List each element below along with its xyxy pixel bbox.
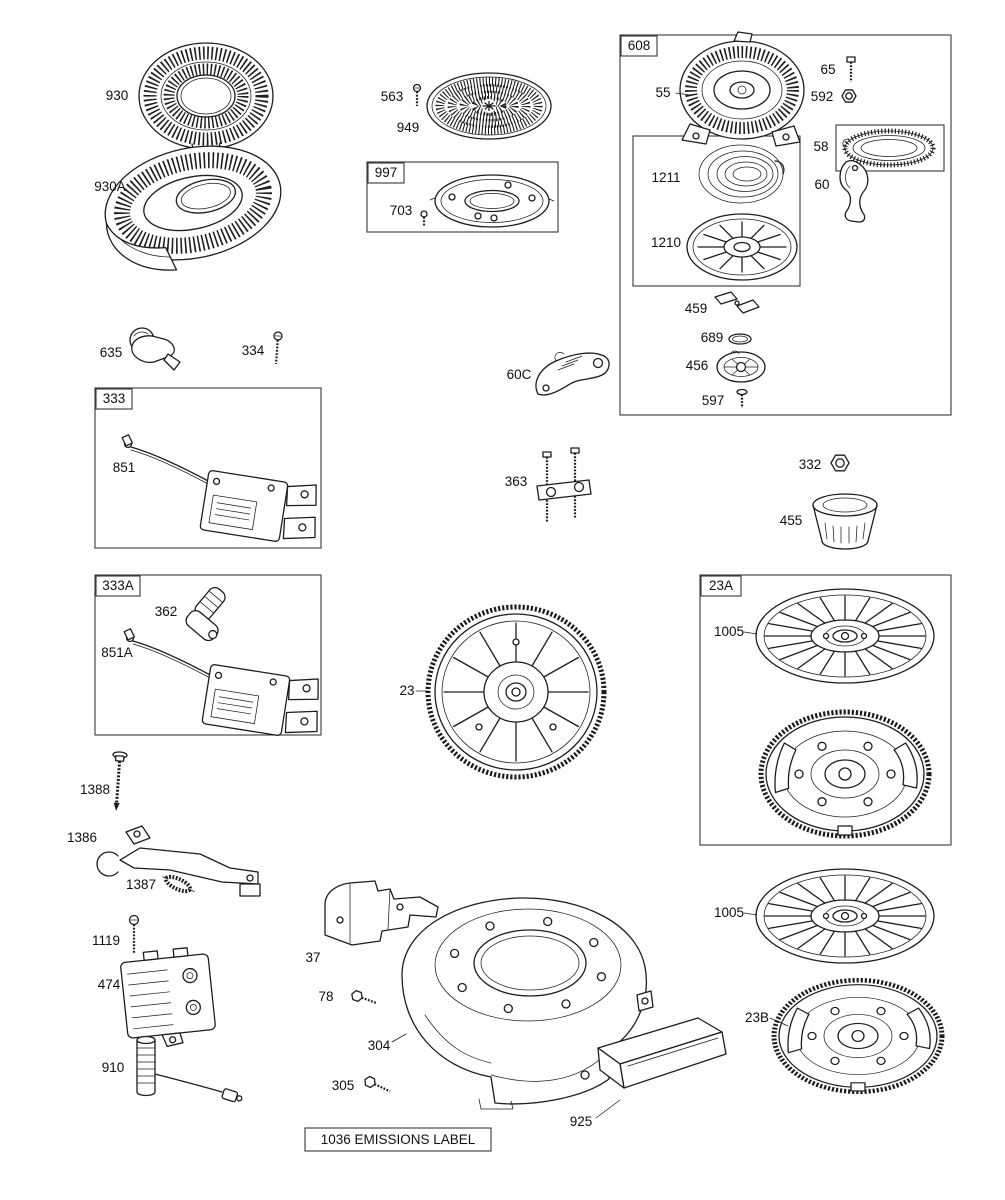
- part-55-drawing: [679, 31, 805, 147]
- group-label-23A: 23A: [709, 578, 733, 593]
- part-851A-drawing: [123, 628, 326, 743]
- part-362-label: 362: [155, 604, 178, 619]
- part-851-label: 851: [113, 460, 136, 475]
- part-1388-label: 1388: [80, 782, 110, 797]
- part-1210-label: 1210: [651, 235, 681, 250]
- part-58-drawing: [835, 124, 945, 172]
- part-1386-label: 1386: [67, 830, 97, 845]
- group-label-608: 608: [628, 38, 651, 53]
- part-58-label: 58: [813, 139, 828, 154]
- part-363-drawing: [536, 447, 592, 522]
- part-851A-label: 851A: [101, 645, 133, 660]
- part-930A-drawing: [104, 145, 282, 271]
- part-305-label: 305: [332, 1078, 355, 1093]
- part-592-drawing: [841, 89, 857, 103]
- part-1211-label: 1211: [651, 170, 680, 185]
- part-1210-drawing: [686, 213, 798, 281]
- part-689-drawing: [728, 333, 752, 345]
- part-23B-drawing: [774, 980, 942, 1092]
- group-label-997: 997: [375, 165, 398, 180]
- part-925-label: 925: [570, 1114, 593, 1129]
- part-1387-label: 1387: [126, 877, 156, 892]
- part-592-label: 592: [811, 89, 834, 104]
- part-474-label: 474: [98, 977, 121, 992]
- part-703-label: 703: [390, 203, 413, 218]
- group-box-608: 608: [619, 34, 952, 416]
- part-37-label: 37: [305, 950, 320, 965]
- part-23-drawing: [425, 604, 607, 780]
- part-925-drawing: [597, 1017, 727, 1089]
- part-55-label: 55: [655, 85, 670, 100]
- part-1211-drawing: [698, 144, 785, 204]
- part-1005b-drawing: [755, 868, 935, 964]
- part-635-label: 635: [100, 345, 123, 360]
- group-box-997: 997: [366, 161, 559, 233]
- part-304-label: 304: [368, 1038, 391, 1053]
- part-60-drawing: [839, 159, 869, 223]
- part-1386-drawing: [96, 825, 261, 897]
- part-78-drawing: [351, 989, 377, 1004]
- part-459-label: 459: [685, 301, 708, 316]
- group-label-333: 333: [103, 391, 126, 406]
- part-78-label: 78: [318, 989, 333, 1004]
- group-box-333: 333: [94, 387, 322, 549]
- part-910-drawing: [136, 1035, 243, 1103]
- part-930A-label: 930A: [94, 179, 126, 194]
- part-1119-drawing: [128, 914, 140, 954]
- part-334-label: 334: [242, 343, 265, 358]
- part-363-label: 363: [505, 474, 528, 489]
- part-304-drawing: [401, 897, 654, 1110]
- part-60-label: 60: [814, 177, 829, 192]
- part-332-label: 332: [799, 457, 822, 472]
- emissions-label-box: 1036 EMISSIONS LABEL: [304, 1127, 492, 1152]
- part-455-drawing: [812, 493, 878, 550]
- part-23B-label: 23B: [745, 1010, 769, 1025]
- part-456-drawing: [716, 350, 766, 383]
- part-37-drawing: [324, 880, 439, 946]
- part-930-drawing: [138, 42, 274, 155]
- part-60C-label: 60C: [507, 367, 532, 382]
- part-597-label: 597: [702, 393, 725, 408]
- part-635-drawing: [129, 327, 181, 371]
- part-563-drawing: [412, 83, 422, 106]
- part-23A-flywheel-mag-drawing: [761, 712, 929, 836]
- part-1387-drawing: [162, 874, 195, 894]
- part-910-label: 910: [102, 1060, 125, 1075]
- part-1005b-label: 1005: [714, 905, 744, 920]
- part-455-label: 455: [780, 513, 803, 528]
- part-703-screw-drawing: [420, 210, 428, 227]
- part-362-drawing: [185, 586, 226, 642]
- part-459-drawing: [714, 291, 760, 314]
- part-65-drawing: [846, 56, 856, 82]
- part-456-label: 456: [686, 358, 709, 373]
- part-563-label: 563: [381, 89, 404, 104]
- part-65-label: 65: [820, 62, 835, 77]
- part-1005-drawing: [755, 588, 935, 684]
- part-851-drawing: [121, 434, 324, 549]
- part-60C-drawing: [535, 352, 610, 396]
- part-1388-drawing: [112, 751, 128, 811]
- part-703-drawing: [429, 174, 555, 228]
- leader-lines: [391, 92, 789, 1119]
- part-334-drawing: [273, 331, 283, 365]
- part-23-label: 23: [399, 683, 414, 698]
- group-label-333A: 333A: [102, 578, 134, 593]
- part-332-drawing: [830, 454, 850, 472]
- part-305-drawing: [364, 1075, 391, 1093]
- part-597-drawing: [736, 388, 748, 408]
- part-1005-label: 1005: [714, 624, 744, 639]
- part-689-label: 689: [701, 330, 724, 345]
- emissions-label-text: 1036 EMISSIONS LABEL: [321, 1132, 476, 1147]
- part-930-label: 930: [106, 88, 129, 103]
- part-1119-label: 1119: [92, 933, 120, 948]
- group-box-333A: 333A: [94, 574, 322, 736]
- part-949-label: 949: [397, 120, 420, 135]
- part-474-drawing: [120, 947, 216, 1048]
- group-box-23A: 23A: [699, 574, 952, 846]
- part-949-drawing: [426, 72, 552, 140]
